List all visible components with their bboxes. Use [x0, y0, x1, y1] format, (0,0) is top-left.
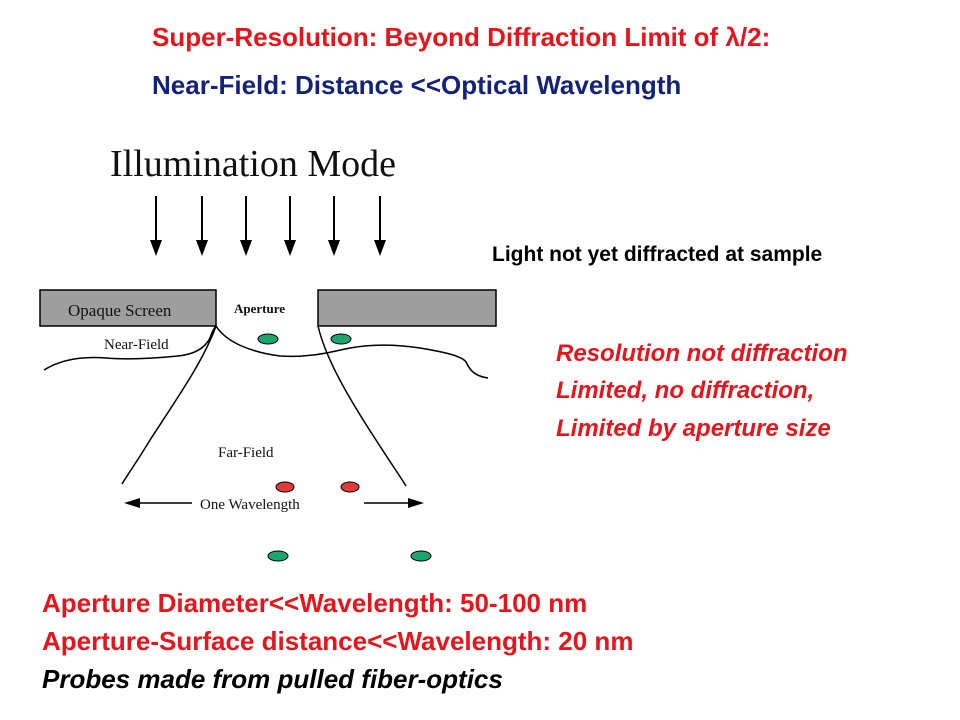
probes-text: Probes made from pulled fiber-optics [42, 664, 503, 694]
arrowheads [150, 240, 386, 256]
opaque-screen-left [39, 289, 217, 327]
far-field-dot-green [410, 550, 432, 562]
far-field-dot-red [340, 481, 360, 493]
arrowhead [240, 240, 252, 256]
arrowhead [328, 240, 340, 256]
far-field-dot-red [275, 481, 295, 493]
arrowhead [150, 240, 162, 256]
opaque-screen-label: Opaque Screen [68, 301, 172, 320]
aperture-diameter-text: Aperture Diameter<<Wavelength: 50-100 nm [42, 588, 588, 618]
far-field-label: Far-Field [218, 445, 274, 461]
opaque-screen-right [317, 289, 497, 327]
diffraction-cone-left [121, 325, 217, 485]
header-line-2: Near-Field: Distance <<Optical Wavelengt… [152, 70, 682, 100]
near-field-boundary-left [43, 325, 217, 371]
light-not-diffracted-note: Light not yet diffracted at sample [492, 243, 823, 266]
near-field-label: Near-Field [104, 337, 169, 353]
near-field-dot-green [330, 333, 352, 345]
resolution-line-3: Limited by aperture size [556, 415, 831, 442]
resolution-line-1: Resolution not diffraction [556, 340, 848, 367]
diagram-title: Illumination Mode [110, 143, 396, 185]
arrowhead [196, 240, 208, 256]
wavelength-arrowhead-right [408, 498, 424, 508]
diffraction-cone-right [317, 325, 407, 487]
arrowhead [374, 240, 386, 256]
aperture-label: Aperture [234, 301, 285, 316]
far-field-dot-green [267, 550, 289, 562]
wavelength-arrowhead-left [124, 498, 140, 508]
header-line-1: Super-Resolution: Beyond Diffraction Lim… [152, 22, 771, 52]
resolution-line-2: Limited, no diffraction, [556, 377, 815, 404]
aperture-surface-distance-text: Aperture-Surface distance<<Wavelength: 2… [42, 626, 634, 656]
arrowhead [284, 240, 296, 256]
illumination-arrows [155, 196, 381, 248]
near-field-dot-green [257, 333, 279, 345]
one-wavelength-label: One Wavelength [200, 497, 300, 513]
near-field-boundary-right [215, 325, 489, 379]
